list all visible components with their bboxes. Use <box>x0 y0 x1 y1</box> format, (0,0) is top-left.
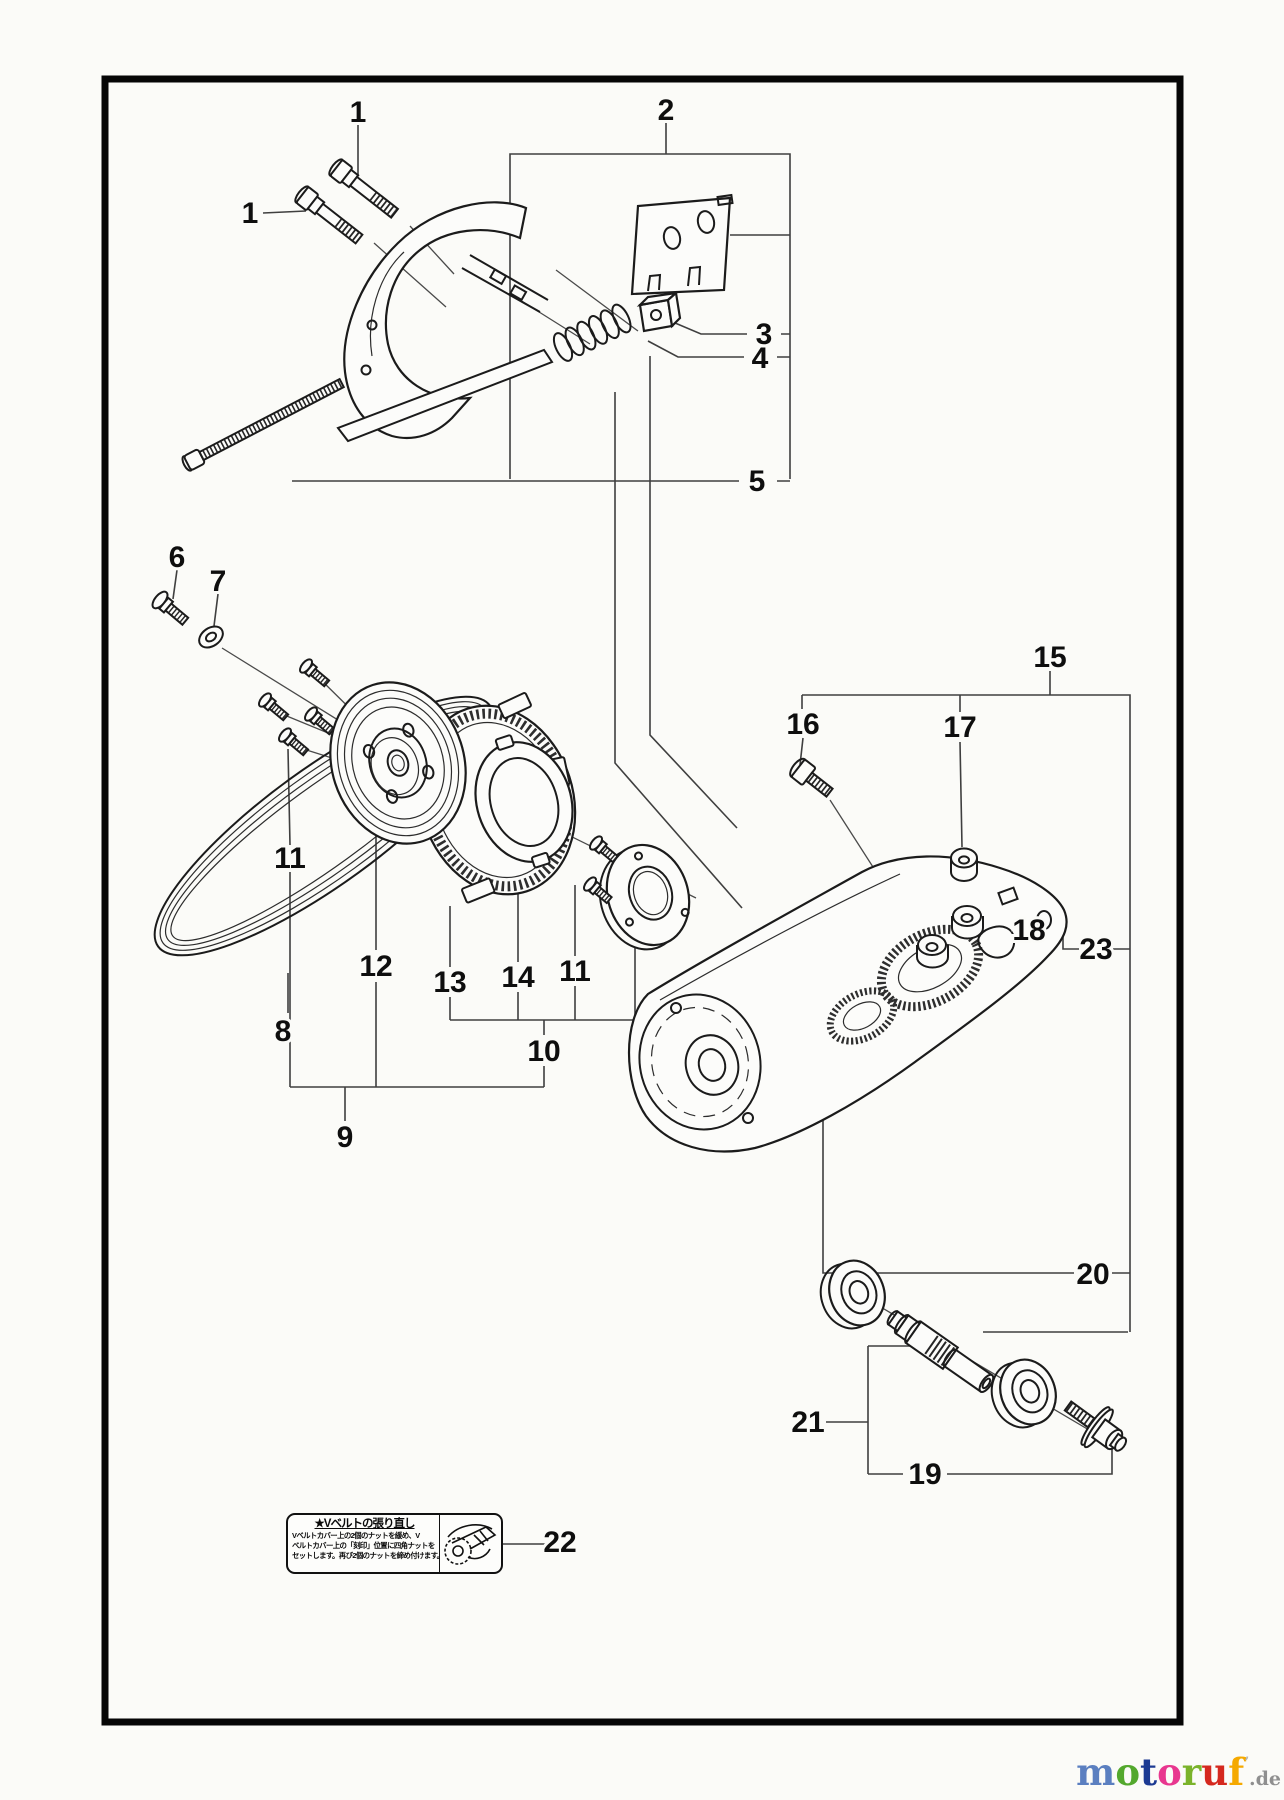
instruction-text: ★Vベルトの張り直し Vベルトカバー上の2個のナットを緩め、V ベルトカバー上の… <box>288 1515 444 1572</box>
socket-screw-16 <box>789 757 835 798</box>
callout-9: 9 <box>337 1121 354 1154</box>
callout-5: 5 <box>749 465 766 498</box>
bracket-plate <box>630 193 734 296</box>
callout-8: 8 <box>275 1015 292 1048</box>
motoruf-watermark[interactable]: motorufʼ.de <box>1076 1750 1281 1794</box>
threaded-rod <box>181 377 346 472</box>
watermark-suffix: .de <box>1249 1768 1281 1790</box>
callout-3: 3 <box>756 318 773 351</box>
instruction-title: ★Vベルトの張り直し <box>314 1518 416 1530</box>
bearing-front <box>819 1259 886 1330</box>
belt-cover-arm <box>627 855 1068 1153</box>
washer-7 <box>198 625 224 649</box>
callout-7: 7 <box>210 565 227 598</box>
flange-nuts-18 <box>916 905 984 969</box>
callout-11a: 11 <box>274 842 306 875</box>
flange-screws-11 <box>583 835 620 905</box>
callout-1a: 1 <box>350 96 367 129</box>
callout-13: 13 <box>433 966 466 999</box>
callout-labels: 1 1 2 3 4 5 6 7 8 11 12 13 14 11 10 9 15… <box>166 91 1116 1562</box>
assembly-axis-lines <box>221 225 1107 1441</box>
mounting-screws-11 <box>258 658 336 757</box>
bearing-flange <box>598 843 691 951</box>
callout-4: 4 <box>752 342 769 375</box>
callout-16: 16 <box>786 708 819 741</box>
screw-6 <box>151 590 190 627</box>
instruction-illustration <box>440 1515 501 1572</box>
callout-23: 23 <box>1079 933 1112 966</box>
callout-12: 12 <box>359 950 392 983</box>
hex-bolt-1b <box>294 185 364 245</box>
saw-sketch-icon <box>444 1524 497 1565</box>
callout-10: 10 <box>527 1035 560 1068</box>
nut-17 <box>950 847 978 882</box>
tension-spring <box>552 303 632 362</box>
belt-cover <box>336 201 554 443</box>
callout-21: 21 <box>791 1406 824 1439</box>
instruction-label-22: ★Vベルトの張り直し Vベルトカバー上の2個のナットを緩め、V ベルトカバー上の… <box>286 1513 503 1574</box>
callout-15: 15 <box>1033 641 1066 674</box>
callout-22: 22 <box>543 1526 576 1559</box>
hex-bolt-1a <box>328 158 400 219</box>
callout-14: 14 <box>501 961 535 994</box>
watermark-mark: ʼ <box>1244 1755 1249 1771</box>
callout-20: 20 <box>1076 1258 1109 1291</box>
callout-6: 6 <box>169 541 186 574</box>
callout-19: 19 <box>908 1458 941 1491</box>
callout-2: 2 <box>658 94 675 127</box>
flange-bolt-19 <box>1063 1400 1128 1452</box>
tensioner-shaft <box>886 1310 995 1393</box>
page-frame <box>101 75 1184 1726</box>
callout-1b: 1 <box>242 197 259 230</box>
leader-lines <box>172 123 1131 1545</box>
bearing-rear <box>990 1358 1057 1429</box>
pulley-12 <box>329 681 467 845</box>
backing-ring-14 <box>474 734 574 869</box>
callout-11b: 11 <box>559 955 591 988</box>
square-nut <box>636 290 682 333</box>
watermark-letters: motoruf <box>1076 1750 1245 1794</box>
callout-18: 18 <box>1012 914 1045 947</box>
callout-17: 17 <box>943 711 976 744</box>
